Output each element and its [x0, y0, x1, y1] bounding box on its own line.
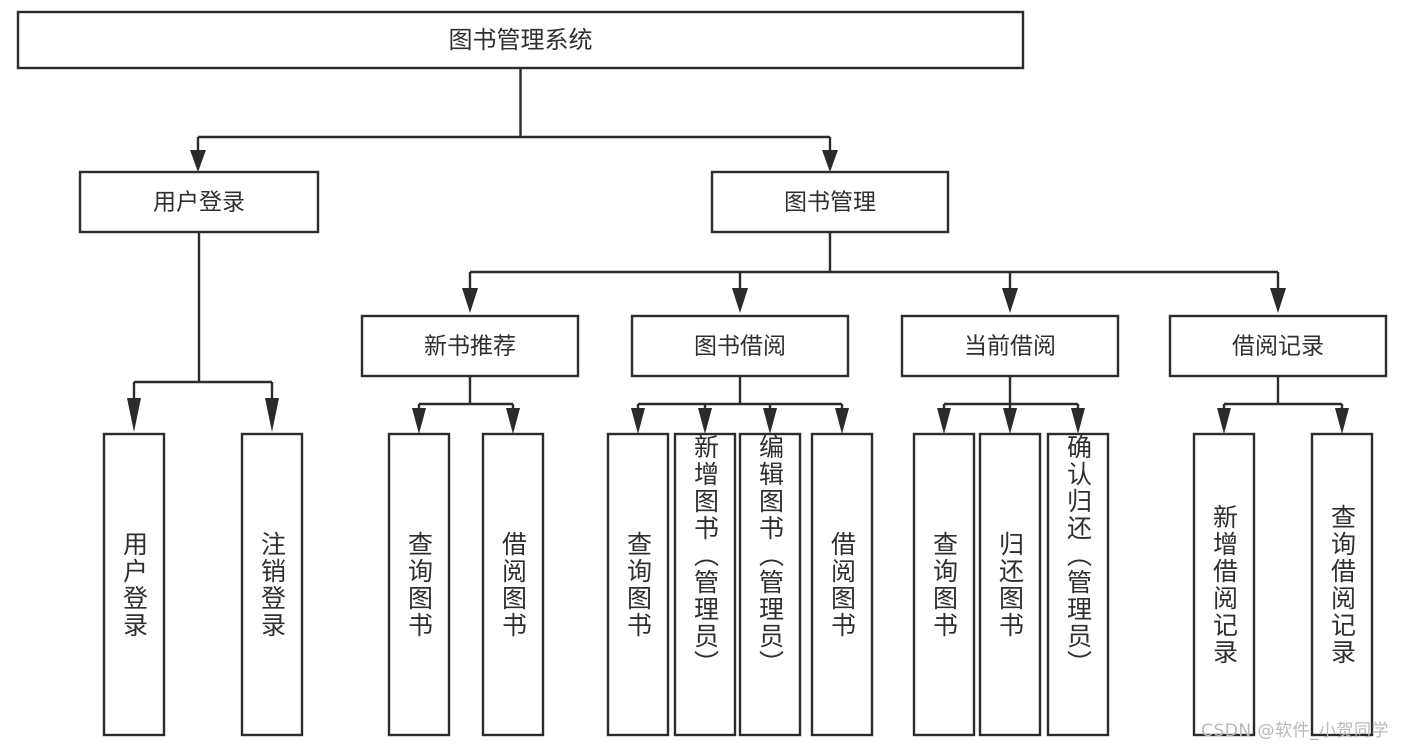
- node-box-book-borrow[interactable]: [630, 314, 850, 378]
- node-box-leaf-query-book-1[interactable]: [387, 432, 451, 737]
- arrowhead-leaf-c3: [1071, 408, 1085, 434]
- watermark-text: CSDN @软件_小贺同学: [1201, 721, 1389, 741]
- arrowhead-leaf-b4: [835, 408, 849, 434]
- node-label-new-book-recommend: 新书推荐: [424, 334, 516, 360]
- node-box-leaf-borrow-book-1[interactable]: [481, 432, 545, 737]
- node-box-leaf-add-borrow-record[interactable]: [1192, 432, 1256, 737]
- arrowhead-l2-1: [462, 288, 478, 313]
- node-label-current-borrow: 当前借阅: [964, 334, 1056, 360]
- node-box-leaf-borrow-book-2[interactable]: [810, 432, 874, 737]
- arrowhead-l2-3: [1002, 288, 1018, 313]
- arrowhead-leaf-n2: [506, 408, 520, 434]
- arrowhead-leaf-b3: [763, 408, 777, 434]
- arrowhead-leaf-b1: [631, 408, 645, 434]
- node-box-leaf-logout[interactable]: [240, 432, 304, 737]
- node-label-book-borrow: 图书借阅: [694, 334, 786, 360]
- arrowhead-leaf-b2: [698, 408, 712, 434]
- node-box-leaf-query-book-2[interactable]: [606, 432, 670, 737]
- arrowhead-leaf-r1: [1217, 408, 1231, 434]
- arrowhead-leaf-u2: [265, 398, 279, 432]
- arrowhead-leaf-r2: [1335, 408, 1349, 434]
- node-box-new-book-recommend[interactable]: [360, 314, 580, 378]
- node-box-borrow-record[interactable]: [1168, 314, 1388, 378]
- node-label-root: 图书管理系统: [449, 26, 593, 54]
- node-box-leaf-query-book-3[interactable]: [912, 432, 976, 737]
- node-box-leaf-query-borrow-record[interactable]: [1310, 432, 1374, 737]
- node-box-book-manage[interactable]: [710, 170, 950, 234]
- arrowhead-leaf-c1: [937, 408, 951, 434]
- node-label-borrow-record: 借阅记录: [1232, 334, 1324, 360]
- arrowhead-leaf-c2: [1003, 408, 1017, 434]
- arrowhead-leaf-u1: [127, 398, 141, 432]
- node-box-current-borrow[interactable]: [900, 314, 1120, 378]
- node-box-leaf-confirm-return-admin[interactable]: [1046, 432, 1110, 737]
- node-label-book-manage: 图书管理: [784, 190, 876, 216]
- node-box-root[interactable]: [16, 10, 1025, 70]
- node-label-user-login: 用户登录: [153, 190, 245, 216]
- arrowhead-book-manage: [822, 150, 838, 172]
- arrowhead-user-login: [190, 150, 206, 172]
- arrowhead-l2-4: [1270, 288, 1286, 313]
- arrowhead-leaf-n1: [412, 408, 426, 434]
- node-box-leaf-return-book[interactable]: [978, 432, 1042, 737]
- node-box-leaf-user-login[interactable]: [102, 432, 166, 737]
- arrowhead-l2-2: [732, 288, 748, 313]
- node-box-leaf-add-book-admin[interactable]: [673, 432, 737, 737]
- node-box-leaf-edit-book-admin[interactable]: [738, 432, 802, 737]
